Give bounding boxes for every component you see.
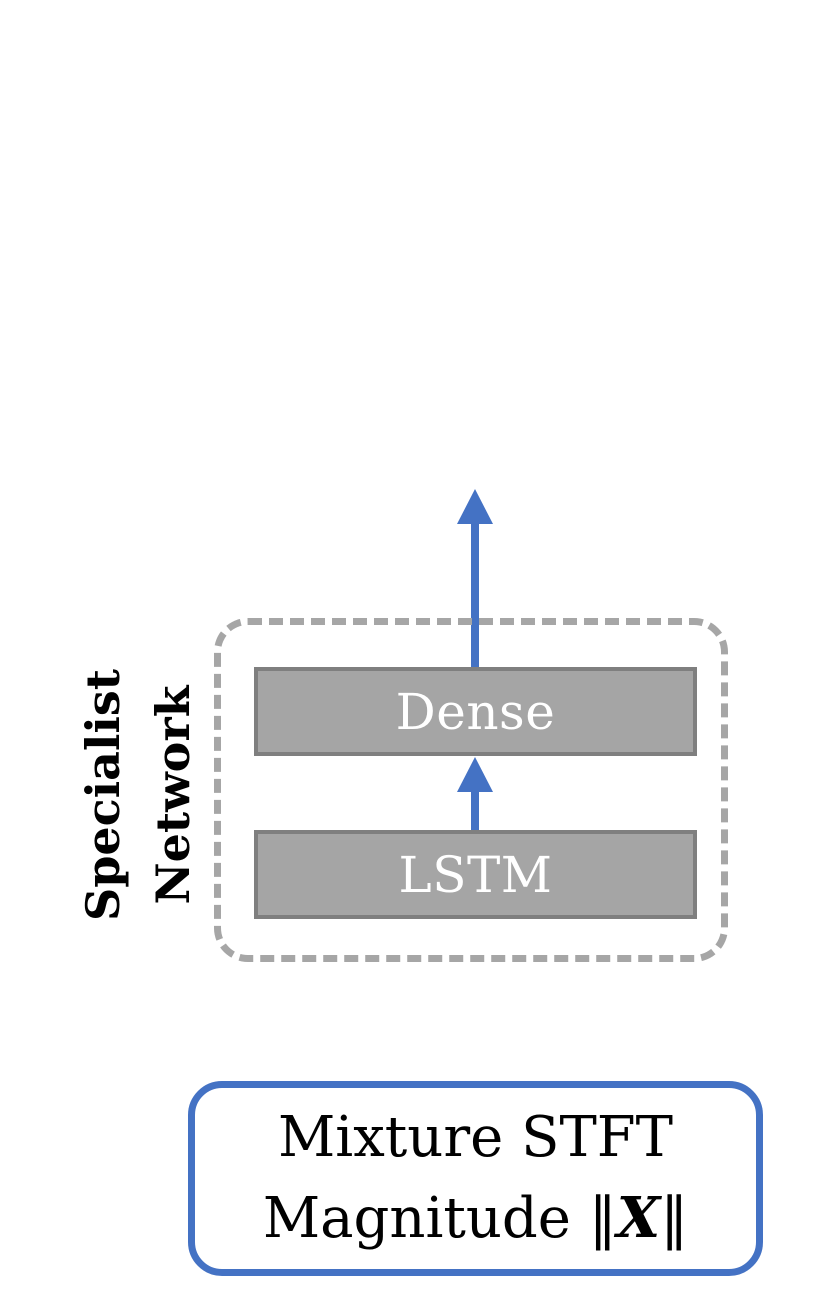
lstm-layer-box: LSTM bbox=[254, 830, 697, 919]
input-label-line2: Magnitude ‖X‖ bbox=[263, 1178, 688, 1259]
label-line-network: Network bbox=[146, 685, 201, 905]
output-arrow-head bbox=[457, 489, 493, 524]
norm-right-bars: ‖ bbox=[660, 1186, 689, 1251]
dense-layer-box: Dense bbox=[254, 667, 697, 756]
specialist-network-label: Specialist Network bbox=[68, 640, 208, 950]
lstm-layer-label: LSTM bbox=[398, 845, 553, 904]
specialist-network-label-text: Specialist Network bbox=[68, 669, 208, 921]
input-label-line1: Mixture STFT bbox=[277, 1105, 674, 1170]
norm-left-bars: ‖ bbox=[588, 1186, 617, 1251]
mixture-input-box: Mixture STFT Magnitude ‖X‖ bbox=[188, 1081, 763, 1276]
label-line-specialist: Specialist bbox=[76, 668, 131, 922]
specialist-network-group bbox=[214, 618, 728, 962]
dense-layer-label: Dense bbox=[395, 682, 556, 741]
lstm-to-dense-arrow-head bbox=[457, 757, 493, 792]
norm-variable: X bbox=[616, 1185, 661, 1251]
input-label-prefix: Magnitude bbox=[262, 1186, 589, 1251]
